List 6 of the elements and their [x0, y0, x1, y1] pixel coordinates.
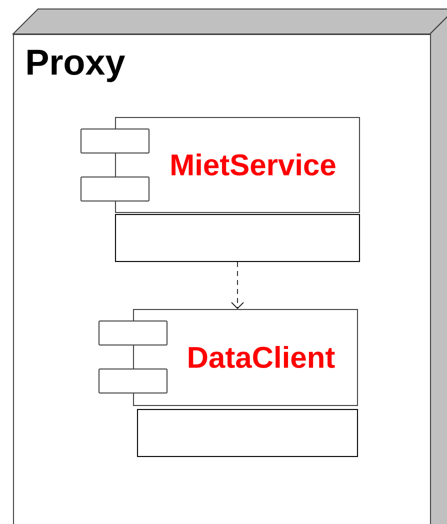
component-box: DataClient	[98, 309, 358, 406]
plain-box	[115, 214, 360, 262]
node-label: Proxy	[28, 50, 126, 82]
plain-box	[137, 409, 358, 457]
arrow	[231, 262, 244, 309]
component-box: MietService	[80, 117, 360, 213]
